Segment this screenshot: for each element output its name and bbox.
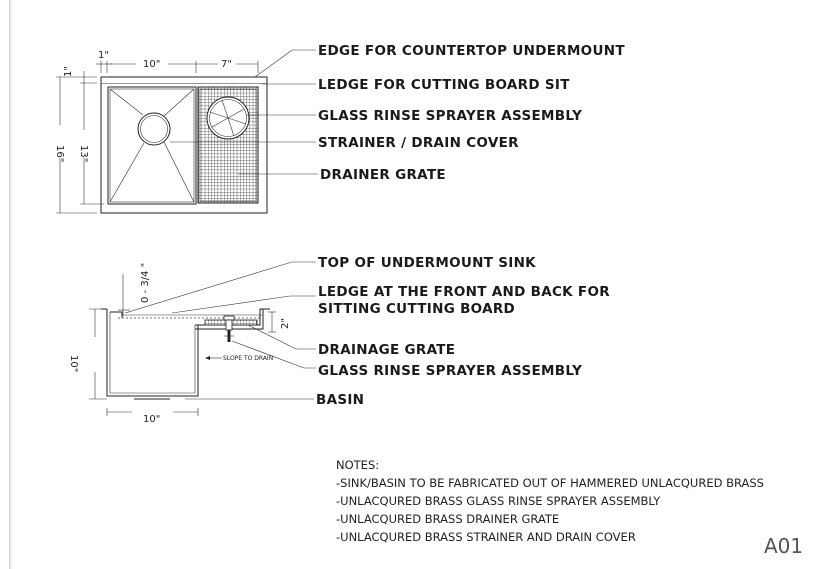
- note-item: -SINK/BASIN TO BE FABRICATED OUT OF HAMM…: [336, 476, 764, 490]
- section-leader-lines: [124, 261, 316, 400]
- drawing-sheet: [9, 0, 828, 569]
- dim-ledge-width: 1": [98, 50, 109, 61]
- note-item: -UNLACQURED BRASS STRAINER AND DRAIN COV…: [336, 530, 636, 544]
- dim-basin-width: 10": [143, 59, 160, 70]
- dim-grate-drop: 2": [280, 318, 291, 329]
- strainer-drain-cover: [137, 112, 171, 146]
- basin-section-outline: [106, 309, 199, 397]
- note-item: -UNLACQURED BRASS GLASS RINSE SPRAYER AS…: [336, 494, 661, 508]
- basin-inner-outline: [109, 88, 195, 203]
- drainer-grate-frame: [199, 88, 257, 202]
- label-ledge-front-back: LEDGE AT THE FRONT AND BACK FOR: [318, 284, 610, 300]
- dim-basin-depth: 13": [78, 145, 89, 162]
- notes-heading: NOTES:: [336, 458, 380, 472]
- countertop-edge-outline: [100, 76, 268, 214]
- label-basin: BASIN: [316, 392, 364, 408]
- label-glass-rinse-sprayer: GLASS RINSE SPRAYER ASSEMBLY: [318, 108, 582, 124]
- label-drainage-grate: DRAINAGE GRATE: [318, 342, 455, 358]
- basin-slope-lines: [109, 88, 195, 203]
- plan-left-dimensions: 16" 13" 1": [54, 66, 104, 214]
- label-ledge-cutting-board: LEDGE FOR CUTTING BOARD SIT: [318, 77, 570, 93]
- basin-outline: [107, 86, 197, 205]
- label-sitting-cutting-board: SITTING CUTTING BOARD: [318, 301, 515, 317]
- plan-leader-lines: [170, 49, 318, 175]
- glass-rinse-sprayer-section: [223, 315, 235, 342]
- dim-section-width: 10": [143, 414, 160, 425]
- strainer-inner-ring: [140, 115, 168, 143]
- label-strainer-drain-cover: STRAINER / DRAIN COVER: [318, 135, 519, 151]
- dim-top-gap: 0 - 3/4 ": [140, 263, 151, 303]
- label-edge-for-countertop: EDGE FOR COUNTERTOP UNDERMOUNT: [318, 43, 625, 59]
- glass-rinse-sprayer: [206, 96, 250, 140]
- sheet-number: A01: [764, 534, 804, 558]
- label-top-of-undermount-sink: TOP OF UNDERMOUNT SINK: [318, 255, 536, 271]
- slope-arrow: [205, 356, 222, 360]
- plan-top-dimensions: 1" 10" 7": [96, 50, 259, 73]
- dim-ledge-depth: 1": [63, 66, 74, 77]
- section-view: 0 - 3/4 " 2" 10" 10" SLOPE TO DRAIN: [68, 255, 610, 425]
- plan-view: 1" 10" 7" 16" 13" 1": [54, 43, 625, 214]
- notes-block: NOTES: -SINK/BASIN TO BE FABRICATED OUT …: [336, 456, 826, 546]
- front-back-ledge: [110, 311, 123, 318]
- note-item: -UNLACQURED BRASS DRAINER GRATE: [336, 512, 560, 526]
- dim-overall-depth: 16": [54, 145, 65, 162]
- dim-section-height: 10": [68, 355, 79, 372]
- slope-to-drain-note: SLOPE TO DRAIN: [223, 355, 273, 362]
- dim-drainer-width: 7": [221, 59, 232, 70]
- label-glass-rinse-sprayer-section: GLASS RINSE SPRAYER ASSEMBLY: [318, 363, 582, 379]
- label-drainer-grate: DRAINER GRATE: [320, 167, 446, 183]
